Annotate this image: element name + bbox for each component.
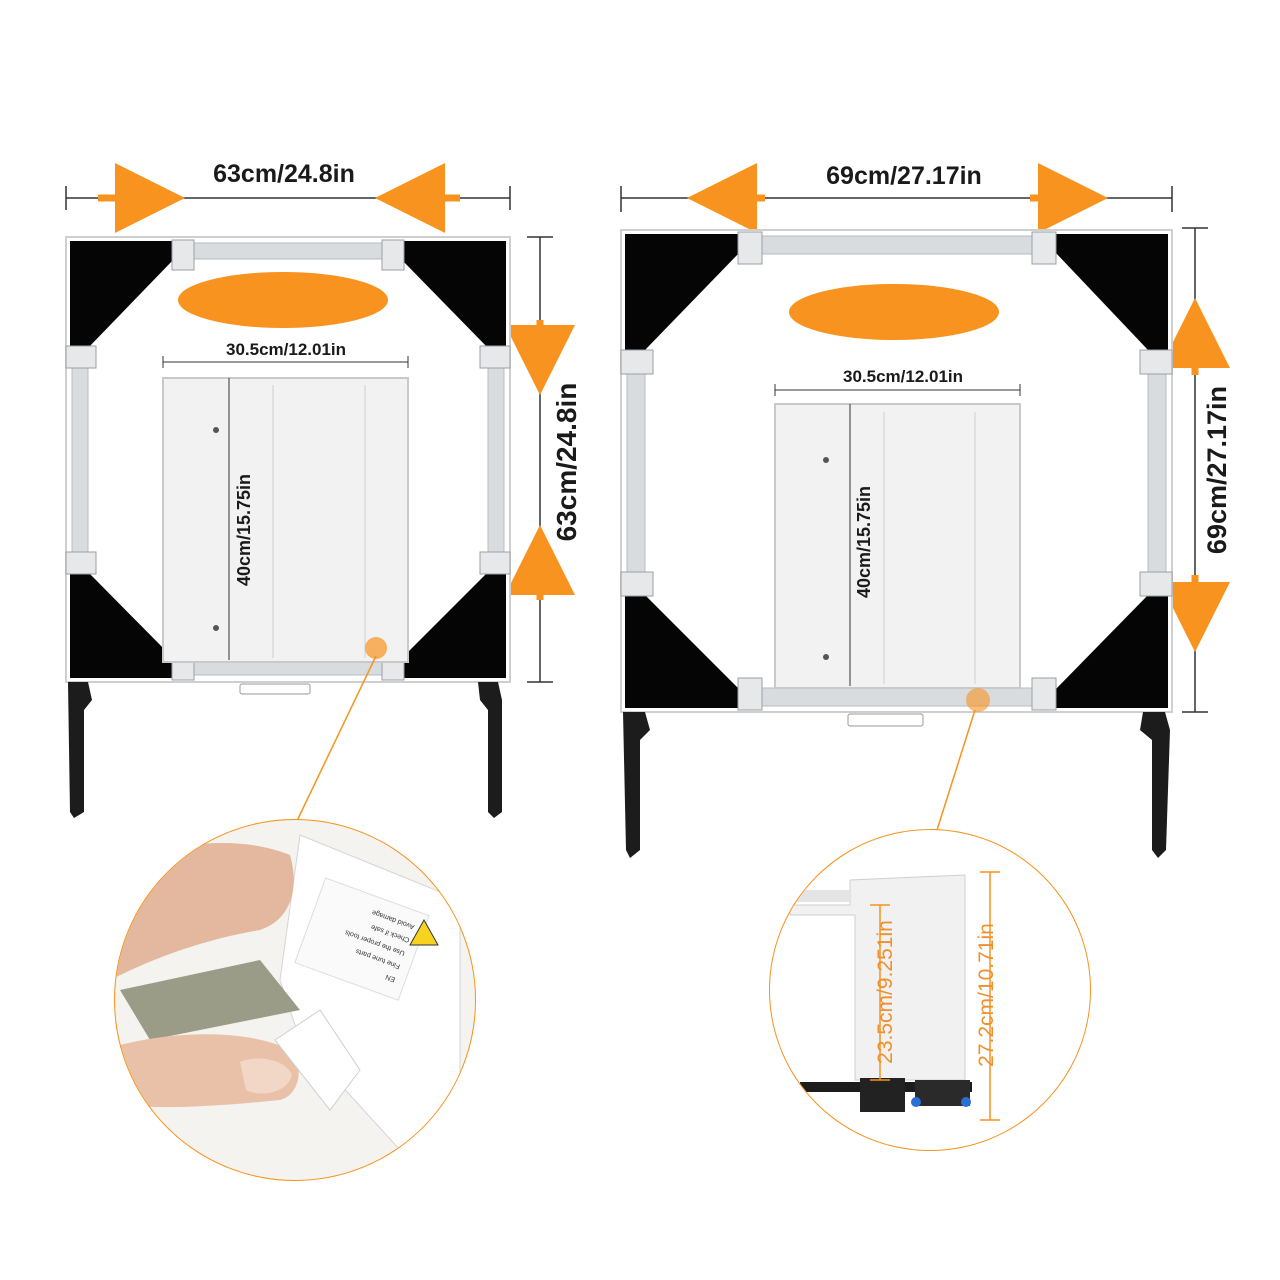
callout-leader: [936, 709, 976, 831]
right-inner-depth-label: 40cm/15.75in: [854, 486, 874, 598]
warning-icon: [409, 918, 439, 946]
right-width-dimension: 69cm/27.17in: [620, 162, 1173, 233]
outer-height-label: 27.2cm/10.71in: [975, 923, 998, 1067]
corner-pad-top-right: [400, 241, 506, 348]
left-depth-label: 63cm/24.8in: [551, 383, 582, 542]
corner-pad-bottom-right: [1055, 595, 1168, 708]
right-legs: [623, 712, 1170, 858]
inner-height-label: 23.5cm/9.251in: [874, 920, 897, 1064]
corner-pad-top-right: [1055, 234, 1168, 350]
footprint-oval: [789, 284, 999, 340]
corner-pad-top-left: [625, 234, 740, 350]
callout-point: [966, 688, 990, 712]
right-width-label: 69cm/27.17in: [826, 162, 982, 190]
left-legs: [68, 682, 502, 818]
left-depth-dimension: 63cm/24.8in: [505, 236, 582, 683]
corner-pad-bottom-right: [400, 572, 506, 678]
left-width-label: 63cm/24.8in: [213, 160, 355, 188]
right-inner-width-label: 30.5cm/12.01in: [843, 367, 963, 386]
appliance-panel: [774, 403, 1021, 689]
svg-text:EN: EN: [385, 973, 397, 983]
callout-point: [365, 637, 387, 659]
right-callout-detail: 23.5cm/9.251in 27.2cm/10.71in: [769, 829, 1091, 1151]
appliance-panel: [162, 377, 409, 663]
right-frame: 30.5cm/12.01in 40cm/15.75in: [620, 229, 1173, 727]
warning-sticker: EN Fine tune parts Use the proper tools …: [294, 877, 430, 1001]
left-unit: 63cm/24.8in 63cm/24.8in: [65, 160, 582, 1181]
right-depth-label: 69cm/27.17in: [1202, 386, 1232, 554]
corner-pad-bottom-left: [625, 595, 740, 708]
corner-pad-top-left: [70, 241, 175, 348]
footprint-oval: [178, 272, 388, 328]
corner-pad-bottom-left: [70, 572, 175, 678]
left-frame: 30.5cm/12.01in 40cm/15.75in: [65, 236, 511, 695]
right-unit: 69cm/27.17in 69cm/27.17in: [620, 162, 1232, 1151]
left-inner-depth-label: 40cm/15.75in: [234, 474, 254, 586]
left-inner-width-label: 30.5cm/12.01in: [226, 340, 346, 359]
right-depth-dimension: 69cm/27.17in: [1160, 227, 1232, 713]
callout-leader: [294, 655, 377, 826]
left-callout-photo: EN Fine tune parts Use the proper tools …: [114, 819, 476, 1181]
left-width-dimension: 63cm/24.8in: [65, 160, 511, 233]
